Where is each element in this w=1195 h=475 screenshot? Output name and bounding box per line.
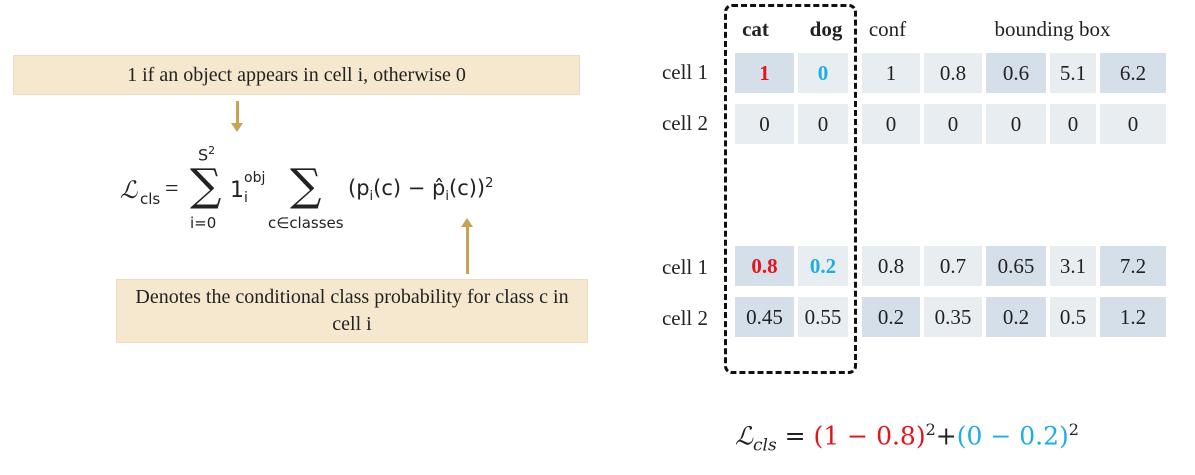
cell-bottom-r1-b4: 7.2 (1100, 246, 1166, 286)
cell-bottom-r2-conf: 0.2 (862, 297, 920, 337)
row-label-top-cell1: cell 1 (661, 60, 708, 84)
cell-top-r2-dog: 0 (798, 104, 848, 144)
example-loss-equation: ℒcls = (1 − 0.8)2+(0 − 0.2)2 (735, 420, 1079, 455)
eq-lhs: ℒ (735, 421, 754, 451)
formula-lhs-sub: cls (140, 190, 161, 208)
cell-top-r1-dog: 0 (798, 53, 848, 93)
probability-note-text: Denotes the conditional class probabilit… (135, 286, 569, 335)
header-dog: dog (809, 17, 843, 41)
cell-top-r1-b3: 5.1 (1050, 53, 1096, 93)
cell-top-r1-b2: 0.6 (986, 53, 1046, 93)
header-bounding-box: bounding box (994, 17, 1111, 41)
cell-top-r2-cat: 0 (735, 104, 794, 144)
cell-bottom-r1-cat: 0.8 (735, 246, 794, 286)
up-arrow-head (461, 218, 473, 227)
cell-top-r2-b4: 0 (1100, 104, 1166, 144)
eq-p1-a: 1 (823, 421, 840, 451)
cell-top-r2-conf: 0 (862, 104, 920, 144)
cell-top-r1-b1: 0.8 (924, 53, 982, 93)
cell-top-r1-conf: 1 (862, 53, 920, 93)
indicator-note: 1 if an object appears in cell i, otherw… (13, 55, 580, 95)
cell-top-r2-b1: 0 (924, 104, 982, 144)
cell-bottom-r2-b3: 0.5 (1050, 297, 1096, 337)
cell-top-r2-b3: 0 (1050, 104, 1096, 144)
down-arrow-head (231, 123, 243, 132)
loss-formula: ℒ cls = S2 ∑ i=0 1 obj i ∑ c∈classes (pi… (120, 144, 560, 240)
sum1-upper: S2 (198, 144, 216, 165)
sum1-sigma: ∑ (190, 160, 222, 211)
indicator-note-text: 1 if an object appears in cell i, otherw… (127, 63, 466, 86)
row-label-bottom-cell2: cell 2 (661, 306, 708, 330)
cell-top-r1-b4: 6.2 (1100, 53, 1166, 93)
cell-bottom-r1-b3: 3.1 (1050, 246, 1096, 286)
eq-p2-a: 0 (966, 421, 983, 451)
sum2-sigma: ∑ (290, 160, 322, 211)
row-label-top-cell2: cell 2 (661, 111, 708, 135)
cell-bottom-r1-b1: 0.7 (924, 246, 982, 286)
row-label-bottom-cell1: cell 1 (661, 255, 708, 279)
formula-lhs: ℒ (120, 176, 138, 204)
down-arrow (236, 101, 239, 125)
cell-bottom-r1-conf: 0.8 (862, 246, 920, 286)
cell-top-r1-cat: 1 (735, 53, 794, 93)
eq-p1-sup: 2 (925, 420, 936, 439)
eq-p2-open: ( (956, 421, 967, 451)
sum1-lower: i=0 (190, 214, 217, 232)
eq-p2-close: ) (1059, 421, 1069, 451)
cell-bottom-r2-b1: 0.35 (924, 297, 982, 337)
class-columns-highlight (724, 4, 857, 374)
prob-term: (pi(c) − p̂i(c))2 (348, 176, 494, 205)
eq-p2-b: 0.2 (1019, 421, 1060, 451)
indicator-sub: i (244, 190, 248, 206)
header-cat: cat (742, 17, 769, 41)
eq-p2-sup: 2 (1068, 420, 1079, 439)
cell-bottom-r1-b2: 0.65 (986, 246, 1046, 286)
eq-p1-close: ) (915, 421, 926, 451)
cell-bottom-r1-dog: 0.2 (798, 246, 848, 286)
eq-plus: + (935, 421, 957, 451)
eq-p1-op: − (839, 421, 877, 451)
eq-lhs-sub: cls (753, 435, 777, 456)
formula-equals: = (165, 176, 179, 202)
eq-p2-op: − (982, 421, 1020, 451)
eq-p1-b: 0.8 (876, 421, 916, 451)
cell-bottom-r2-b2: 0.2 (986, 297, 1046, 337)
indicator-sup: obj (244, 170, 266, 186)
cell-bottom-r2-cat: 0.45 (735, 297, 794, 337)
up-arrow (466, 226, 469, 274)
eq-equals: = (776, 421, 814, 451)
header-conf: conf (868, 17, 907, 41)
probability-note: Denotes the conditional class probabilit… (116, 279, 588, 343)
cell-bottom-r2-b4: 1.2 (1100, 297, 1166, 337)
sum2-lower: c∈classes (268, 214, 344, 232)
cell-bottom-r2-dog: 0.55 (798, 297, 848, 337)
indicator: 1 (230, 178, 244, 203)
eq-p1-open: ( (813, 421, 824, 451)
cell-top-r2-b2: 0 (986, 104, 1046, 144)
